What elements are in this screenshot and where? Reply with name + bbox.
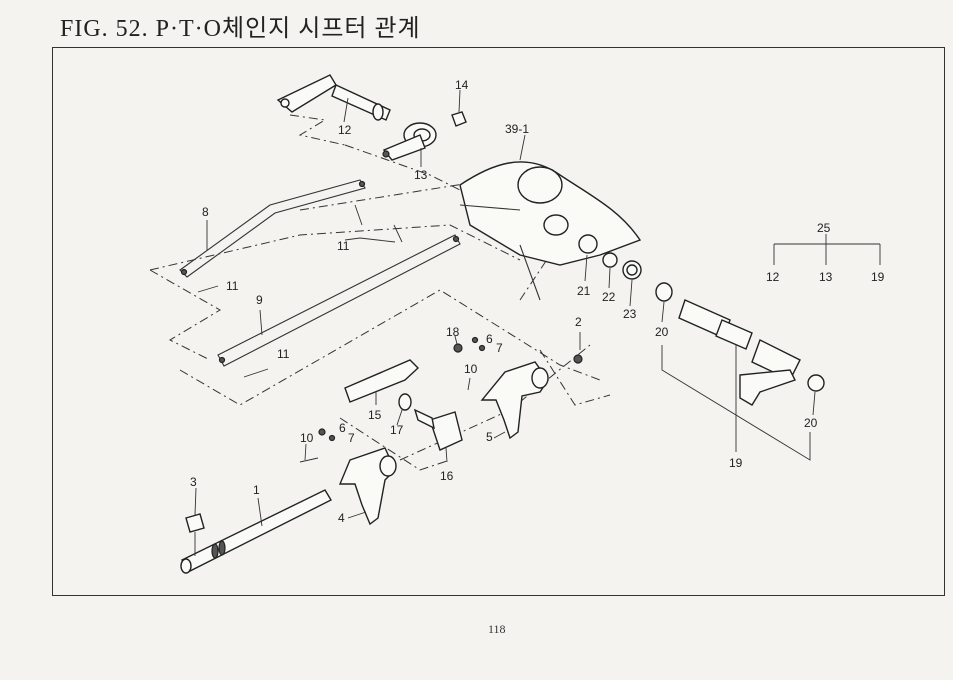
label-20-upper: 20 — [655, 325, 669, 339]
part-4-shifter-fork — [299, 428, 397, 526]
label-3: 3 — [190, 475, 197, 489]
label-11-top: 11 — [337, 239, 350, 253]
label-11-low: 11 — [277, 347, 290, 361]
label-11-mid: 11 — [226, 279, 239, 293]
part-1-shift-shaft — [180, 489, 332, 574]
label-20-lower: 20 — [804, 416, 818, 430]
label-1: 1 — [253, 483, 260, 497]
label-23: 23 — [623, 307, 637, 321]
label-6-lower: 6 — [339, 421, 346, 435]
leader-lines — [194, 97, 881, 527]
label-4: 4 — [338, 511, 345, 525]
label-16: 16 — [440, 469, 454, 483]
label-7-lower: 7 — [348, 431, 355, 445]
legend-child-12: 12 — [766, 270, 780, 284]
label-22: 22 — [602, 290, 616, 304]
legend-child-13: 13 — [819, 270, 833, 284]
label-21: 21 — [577, 284, 591, 298]
legend-parent-25: 25 — [817, 221, 831, 235]
label-9: 9 — [256, 293, 263, 307]
label-13: 13 — [414, 168, 428, 182]
label-5: 5 — [486, 430, 493, 444]
label-19-lower: 19 — [729, 456, 743, 470]
label-6-upper: 6 — [486, 332, 493, 346]
part-12-13-arm-assembly — [276, 74, 437, 161]
shaft-stack-parts — [578, 234, 825, 406]
label-17: 17 — [390, 423, 404, 437]
label-7-upper: 7 — [496, 341, 503, 355]
diagram-frame — [52, 47, 945, 596]
part-8-rod — [179, 179, 366, 278]
legend-child-19: 19 — [871, 270, 885, 284]
part-5-shifter-fork — [480, 354, 583, 440]
figure-title: FIG. 52. P·T·O체인지 시프터 관계 — [60, 16, 421, 42]
label-39-1: 39-1 — [505, 122, 529, 136]
label-2: 2 — [575, 315, 582, 329]
page-number: 118 — [488, 622, 506, 636]
fork-block-parts — [344, 336, 486, 451]
part-11-split-pins — [197, 204, 403, 378]
label-10-upper: 10 — [464, 362, 478, 376]
part-3-bolt — [185, 513, 205, 556]
label-18: 18 — [446, 325, 460, 339]
label-14: 14 — [455, 78, 469, 92]
label-8: 8 — [202, 205, 209, 219]
part-39-1-housing — [459, 161, 642, 301]
part-number-labels: 12 13 14 39-1 8 11 11 9 11 21 22 23 20 2… — [190, 78, 818, 525]
part-14-bolt — [451, 89, 467, 127]
part-9-rod — [217, 234, 461, 367]
label-15: 15 — [368, 408, 382, 422]
label-10-lower: 10 — [300, 431, 314, 445]
label-12: 12 — [338, 123, 352, 137]
assembly-legend: 25 12 13 19 — [766, 221, 885, 284]
